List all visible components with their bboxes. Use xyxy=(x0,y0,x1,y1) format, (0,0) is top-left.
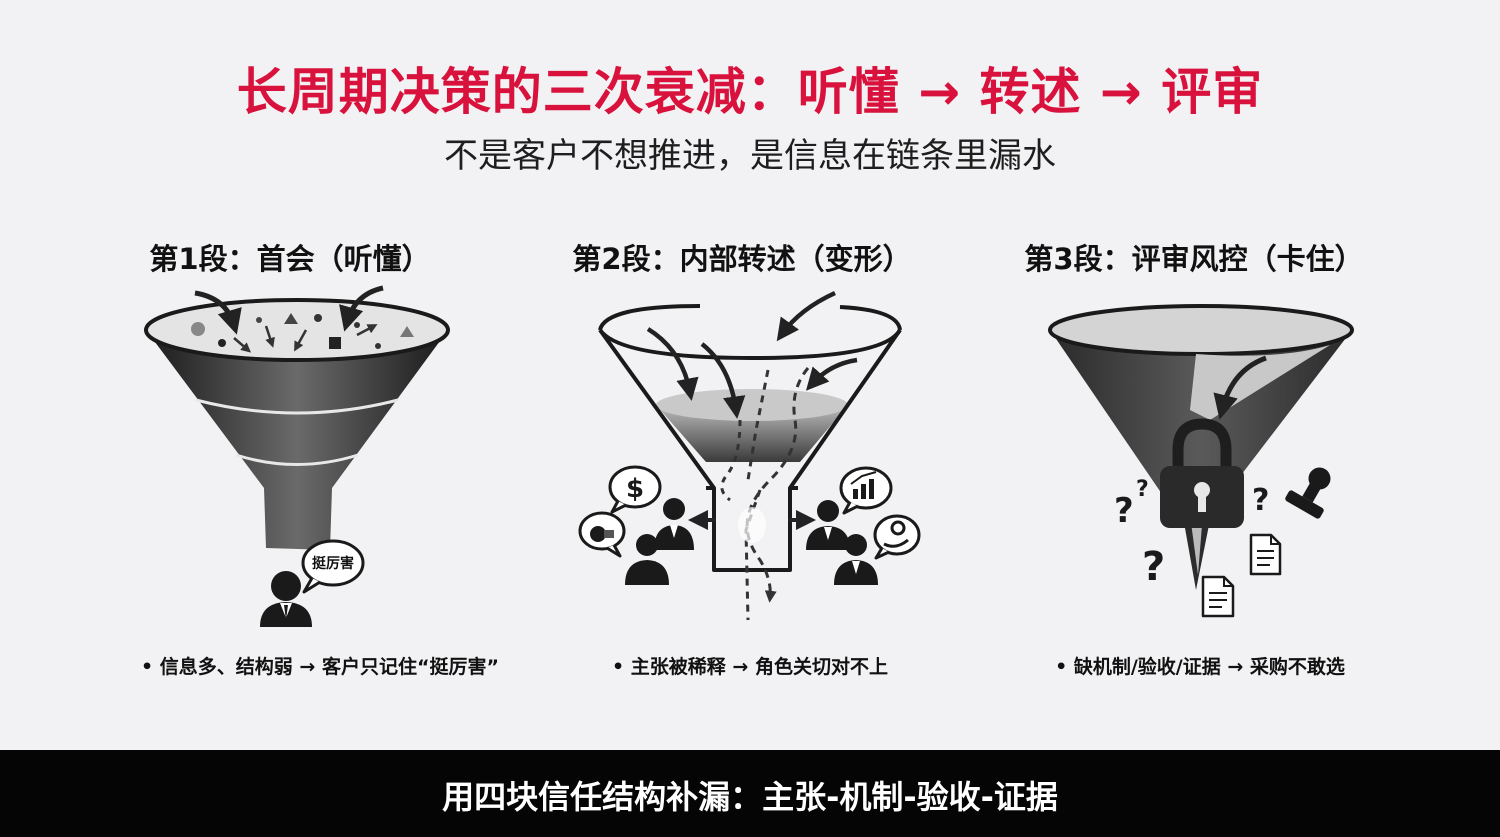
question-icon: ? ? ? ? xyxy=(1114,477,1269,590)
stage-2-bullet: • 主张被稀释 → 角色关切对不上 xyxy=(612,656,888,678)
person-icon xyxy=(625,534,669,585)
document-icon xyxy=(1249,533,1282,576)
svg-text:?: ? xyxy=(1252,483,1269,518)
footer-banner: 用四块信任结构补漏：主张-机制-验收-证据 xyxy=(0,750,1500,837)
arrow-icon xyxy=(1213,355,1267,420)
dollar-icon: $ xyxy=(608,465,662,514)
stage-2-heading: 第2段：内部转述（变形） xyxy=(572,242,912,276)
stage-3-illustration: ? ? ? ? xyxy=(1048,304,1354,618)
arrow-icon xyxy=(339,285,384,332)
gear-icon xyxy=(873,514,921,560)
stage-2-illustration: $ xyxy=(578,290,921,621)
person-icon xyxy=(834,534,878,585)
svg-text:?: ? xyxy=(1136,477,1149,502)
stamp-icon xyxy=(1285,467,1331,519)
page-title: 长周期决策的三次衰减：听懂 → 转述 → 评审 xyxy=(236,63,1264,121)
stage-1-bullet: • 信息多、结构弱 → 客户只记住“挺厉害” xyxy=(141,656,499,678)
person-icon xyxy=(806,500,850,550)
svg-text:?: ? xyxy=(1142,544,1165,590)
svg-text:$: $ xyxy=(626,474,644,504)
funnel-icon xyxy=(598,304,902,572)
stage-3-bullet: • 缺机制/验收/证据 → 采购不敢选 xyxy=(1055,656,1345,678)
footer-text: 用四块信任结构补漏：主张-机制-验收-证据 xyxy=(442,778,1058,816)
funnel-icon xyxy=(144,298,450,550)
svg-text:?: ? xyxy=(1114,491,1134,531)
particles xyxy=(191,313,414,353)
person-icon xyxy=(654,498,694,550)
arrow-icon xyxy=(194,290,242,335)
person-icon xyxy=(260,571,312,627)
stage-1-heading: 第1段：首会（听懂） xyxy=(149,242,431,276)
speech-bubble-icon: 挺厉害 xyxy=(301,539,365,594)
page-subtitle: 不是客户不想推进，是信息在链条里漏水 xyxy=(444,136,1056,176)
money-bag-icon xyxy=(578,511,626,558)
chart-icon xyxy=(839,466,893,515)
bubble-text: 挺厉害 xyxy=(312,555,354,572)
stage-1-illustration: 挺厉害 xyxy=(144,285,450,627)
document-icon xyxy=(1201,575,1235,618)
lock-icon xyxy=(1160,418,1244,528)
stage-3-heading: 第3段：评审风控（卡住） xyxy=(1024,242,1364,276)
funnel-icon xyxy=(1048,304,1354,590)
